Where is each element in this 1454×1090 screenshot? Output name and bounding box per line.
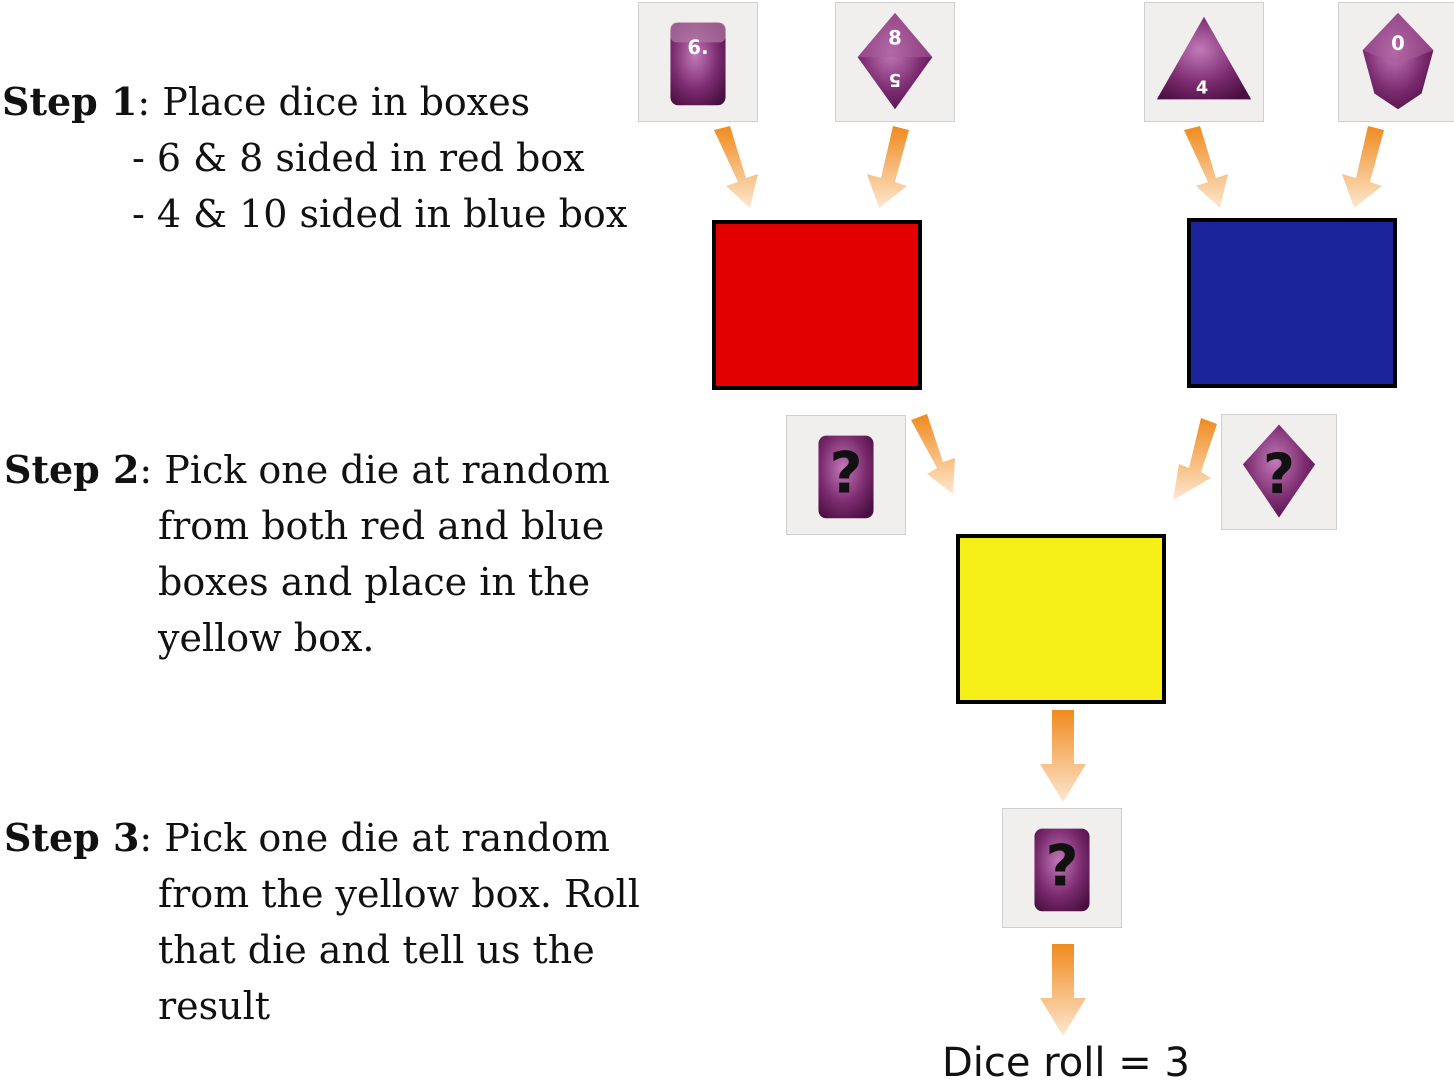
yellow-box <box>956 534 1166 704</box>
unknown-d6-die-image: ? <box>786 415 906 535</box>
d10-die-image: 0 <box>1338 2 1454 122</box>
step-1-sub-2: - 4 & 10 sided in blue box <box>132 192 628 236</box>
step-3-line-2: that die and tell us the <box>158 928 595 972</box>
step-2-line-2: boxes and place in the <box>158 560 591 604</box>
step-1-sub-1: - 6 & 8 sided in red box <box>132 136 585 180</box>
arrow-d8-to-red <box>867 126 909 208</box>
question-mark-label: ? <box>829 441 862 507</box>
d4-die-image: 4 <box>1144 2 1264 122</box>
d6-die-image: 6. <box>638 2 758 122</box>
arrow-die-to-result <box>1040 944 1086 1036</box>
arrow-d4-to-blue <box>1184 126 1228 208</box>
dice-roll-result: Dice roll = 3 <box>942 1040 1190 1086</box>
arrow-d10-to-blue <box>1342 126 1384 208</box>
arrow-blue-to-yellow <box>1173 418 1217 500</box>
d8-face-label: 8 <box>888 26 902 49</box>
step-3-line-1: from the yellow box. Roll <box>158 872 640 916</box>
step-2-text: Step 2: Pick one die at random from both… <box>4 442 610 666</box>
question-mark-label: ? <box>1045 834 1078 900</box>
step-1-label: Step 1 <box>2 79 138 124</box>
d6-face-label: 6. <box>687 36 708 59</box>
arrow-yellow-to-die <box>1040 710 1086 802</box>
d10-face-label: 0 <box>1391 32 1405 55</box>
blue-box <box>1187 218 1397 388</box>
arrow-red-to-yellow <box>911 414 955 494</box>
red-box <box>712 220 922 390</box>
step-3-label: Step 3 <box>4 815 140 860</box>
final-unknown-die-image: ? <box>1002 808 1122 928</box>
d8-die-image: 8 5 <box>835 2 955 122</box>
step-2-label: Step 2 <box>4 447 140 492</box>
step-1-instruction: : Place dice in boxes <box>137 80 531 124</box>
step-3-text: Step 3: Pick one die at random from the … <box>4 810 640 1034</box>
arrow-d6-to-red <box>714 126 758 208</box>
question-mark-label: ? <box>1263 442 1295 506</box>
d4-face-label: 4 <box>1196 78 1208 98</box>
step-3-instruction: : Pick one die at random <box>139 816 610 860</box>
d8-bottom-label: 5 <box>889 69 901 89</box>
step-1-text: Step 1: Place dice in boxes - 6 & 8 side… <box>2 74 627 242</box>
step-2-instruction: : Pick one die at random <box>139 448 610 492</box>
unknown-d10-die-image: ? <box>1221 414 1337 530</box>
step-2-line-3: yellow box. <box>158 616 375 660</box>
step-3-line-3: result <box>158 984 271 1028</box>
step-2-line-1: from both red and blue <box>158 504 605 548</box>
